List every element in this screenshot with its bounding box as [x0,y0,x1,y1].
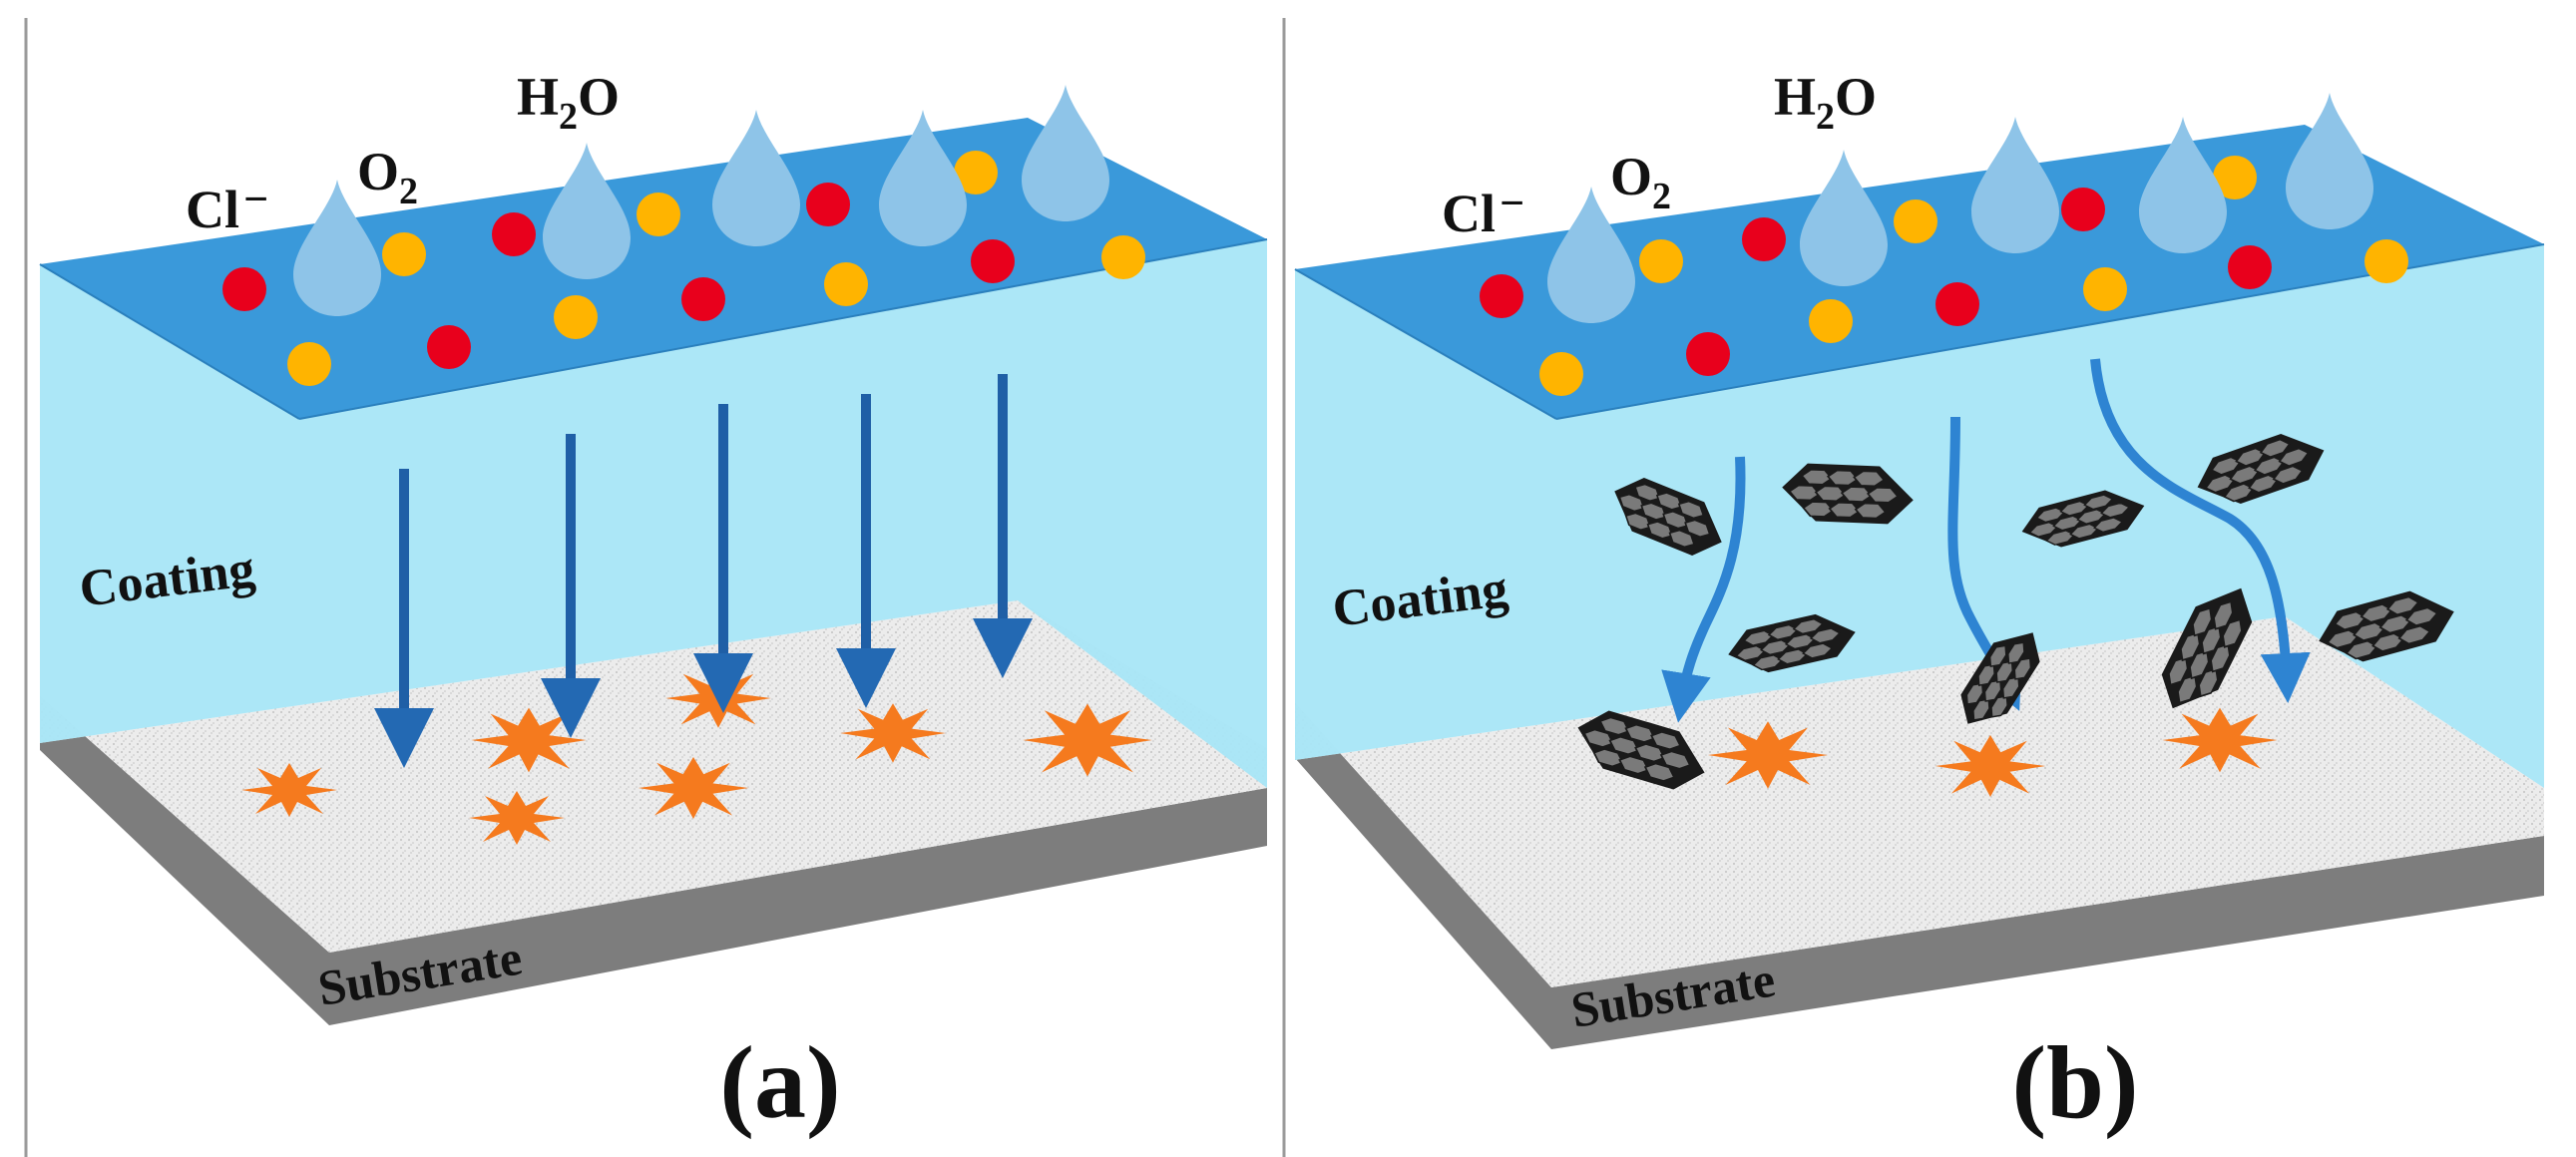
oxygen-molecule [2213,156,2257,199]
oxygen-molecule [824,262,868,306]
chloride-ions [222,183,1015,369]
chloride-ion [971,239,1015,283]
panel-label-b: (b) [2011,1025,2138,1140]
oxygen-molecule [954,151,998,194]
oxygen-molecules [1539,156,2408,396]
species-oxygen-label: O2 [357,142,418,212]
water-drop [1971,117,2059,253]
species-water-label: H2O [1774,67,1877,138]
oxygen-molecule [1101,235,1145,279]
oxygen-molecules [287,151,1145,386]
diffusion-path [1661,456,1746,723]
water-drop [2139,117,2227,253]
oxygen-molecule [287,342,331,386]
chloride-ion [681,277,725,321]
chloride-ion [2061,188,2105,231]
oxygen-molecule [2083,267,2127,311]
water-drop [712,110,800,246]
chloride-ion [492,212,536,256]
coating-front-face [1295,244,2544,788]
water-drop [1547,187,1635,323]
water-drop [1022,85,1109,221]
panel-b: Cl− O2 H2O Coating Substrate (b) [1294,67,2545,1140]
oxygen-molecule [554,295,598,339]
oxygen-molecule [1539,352,1583,396]
substrate-front-face [1295,703,2544,1049]
substrate-front-face [40,696,1267,1025]
panel-label-a: (a) [719,1025,840,1140]
diffusion-path [2090,358,2311,703]
chloride-ion [806,183,850,226]
species-chloride-label: Cl− [186,175,268,239]
chloride-ion [427,325,471,369]
species-chloride-label: Cl− [1442,179,1524,243]
water-drop [1800,150,1888,286]
species-water-label: H2O [517,67,620,138]
oxygen-molecule [637,193,680,236]
chloride-ion [1686,332,1730,376]
oxygen-molecule [2364,239,2408,283]
coating-front-face [40,239,1267,788]
chloride-ion [1742,217,1786,261]
water-drop [543,143,631,279]
substrate-top-surface [1295,616,2544,987]
oxygen-molecule [1894,199,1937,243]
substrate-top-surface [40,600,1267,953]
oxygen-molecule [1639,239,1683,283]
chloride-ion [1480,274,1523,318]
chloride-ion [2228,245,2272,289]
water-drop [2286,93,2373,229]
straight-diffusion-arrows [374,374,1033,768]
chloride-ions [1480,188,2272,376]
chloride-ion [222,267,266,311]
chloride-ion [1935,282,1979,326]
oxygen-molecule [1809,299,1853,343]
oxygen-molecule [382,232,426,276]
panel-a: Cl− O2 H2O Coating Substrate (a) [39,67,1268,1140]
species-oxygen-label: O2 [1610,147,1671,217]
